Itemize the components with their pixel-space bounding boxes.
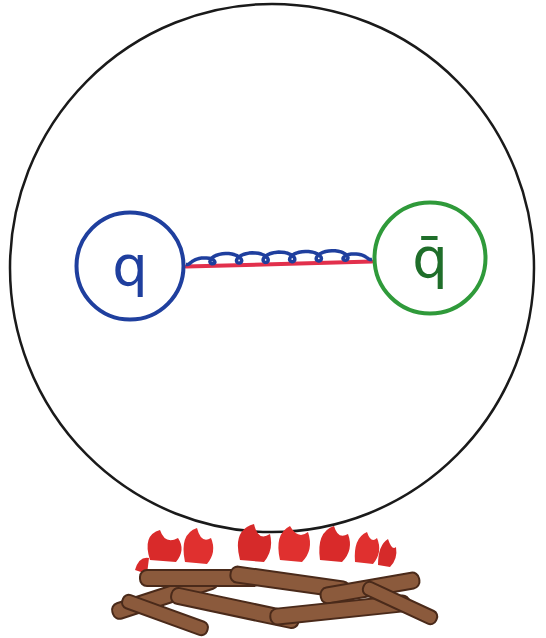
gluon-spring	[186, 251, 372, 267]
antiquark-circle: q̄	[372, 200, 488, 316]
particle-label: q̄	[412, 230, 448, 286]
particle-label: q	[112, 238, 148, 294]
pot-circle	[10, 4, 534, 532]
quark-circle: q	[74, 210, 186, 322]
fire	[110, 524, 439, 637]
